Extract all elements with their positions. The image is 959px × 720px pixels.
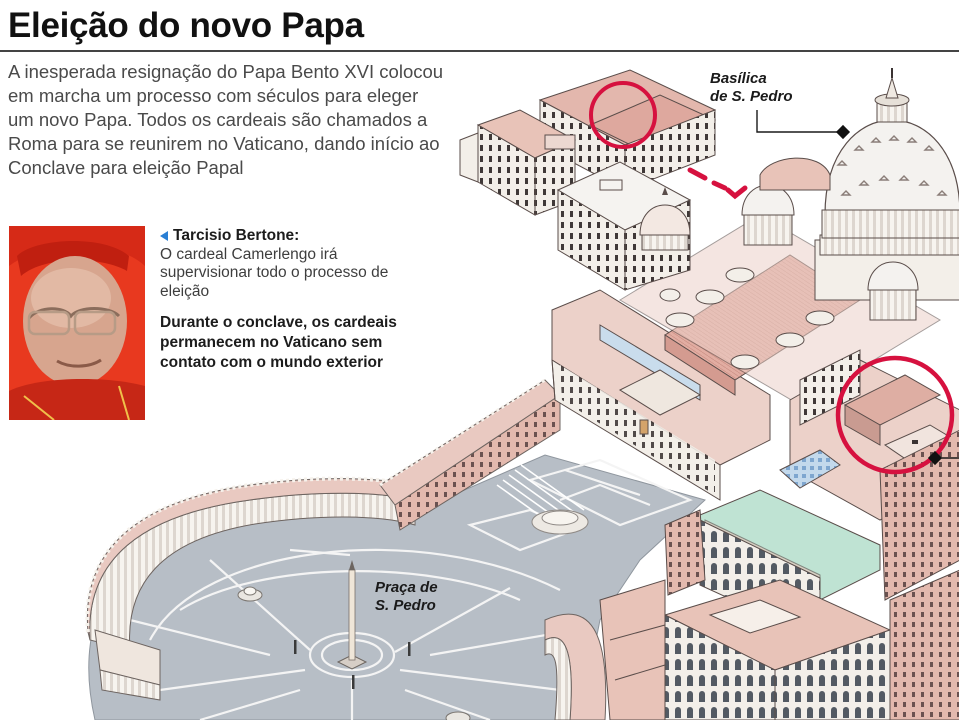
left-colonnade <box>85 476 416 701</box>
santa-marta-residence <box>459 69 717 216</box>
profile-caption: Tarcisio Bertone: O cardeal Camerlengo i… <box>160 227 410 373</box>
sistine-chapel-highlight-ring <box>835 355 955 475</box>
intro-paragraph: A inesperada resignação do Papa Bento XV… <box>8 61 444 178</box>
vatican-map-illustration <box>85 68 959 720</box>
basilica-label: Basílica de S. Pedro <box>710 70 793 106</box>
apostolic-palace <box>599 429 959 720</box>
sistine-leader-line <box>927 450 959 466</box>
praca-label-line2: S. Pedro <box>375 597 436 614</box>
glass-roof <box>779 449 841 489</box>
basilica-facade <box>551 289 771 501</box>
profile-description: O cardeal Camerlengo irá supervisionar t… <box>160 245 389 300</box>
praca-label: Praça de S. Pedro <box>375 579 438 615</box>
basilica-leader-line <box>756 110 851 140</box>
title-divider <box>0 50 959 52</box>
pointer-arrow-icon <box>160 231 168 242</box>
praca-label-line1: Praça de <box>375 579 438 596</box>
basilica-label-line2: de S. Pedro <box>710 88 793 105</box>
santa-marta-highlight-ring <box>589 81 657 149</box>
white-building <box>556 161 692 291</box>
profile-name: Tarcisio Bertone: <box>173 227 300 244</box>
basilica-label-line1: Basílica <box>710 70 767 87</box>
red-dashed-path <box>687 167 748 200</box>
conclave-note: Durante o conclave, os cardeais permanec… <box>160 314 397 371</box>
page-title: Eleição do novo Papa <box>8 6 364 45</box>
basilica-dome <box>814 68 959 301</box>
cardinal-portrait <box>9 226 145 420</box>
profile-name-row: Tarcisio Bertone: <box>160 227 410 246</box>
side-domes <box>741 157 919 321</box>
